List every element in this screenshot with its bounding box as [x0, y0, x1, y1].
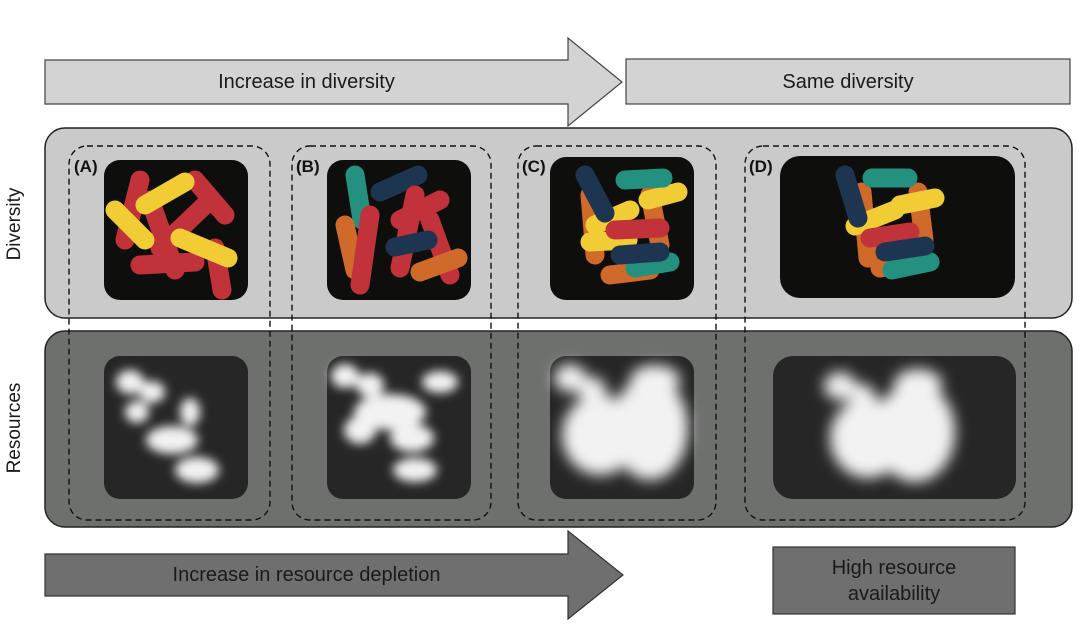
resources-row-label: Resources [4, 382, 25, 474]
panel-label-d: (D) [749, 157, 773, 176]
top-arrow-shape [44, 36, 623, 128]
top-box-shape [625, 58, 1071, 105]
resource-blobs-b [331, 364, 458, 482]
panel-outline-c [517, 145, 717, 521]
resource-blobs-a [116, 370, 219, 483]
panel-label-a: (A) [74, 157, 98, 176]
top-box-label: Same diversity [782, 70, 914, 93]
bacteria-cluster-d [835, 165, 945, 280]
bottom-box-label: High resource availability [831, 556, 957, 605]
bacteria-cluster-a [105, 170, 238, 300]
panel-outline-d [744, 145, 1026, 521]
bottom-arrow-shape [44, 529, 624, 621]
resource-blobs-c [554, 364, 688, 480]
panel-label-b: (B) [296, 157, 320, 176]
bottom-box-shape [772, 546, 1016, 615]
bacteria-cluster-b [335, 165, 468, 295]
panel-outline-b [291, 145, 492, 521]
panel-label-c: (C) [522, 157, 546, 176]
bottom-arrow-label: Increase in resource depletion [172, 564, 441, 586]
bacteria-cluster-c [575, 165, 688, 285]
diversity-row-label: Diversity [4, 187, 25, 261]
resource-blobs-d [824, 369, 955, 482]
top-arrow-label: Increase in diversity [218, 71, 395, 93]
panel-outline-a [68, 145, 271, 521]
